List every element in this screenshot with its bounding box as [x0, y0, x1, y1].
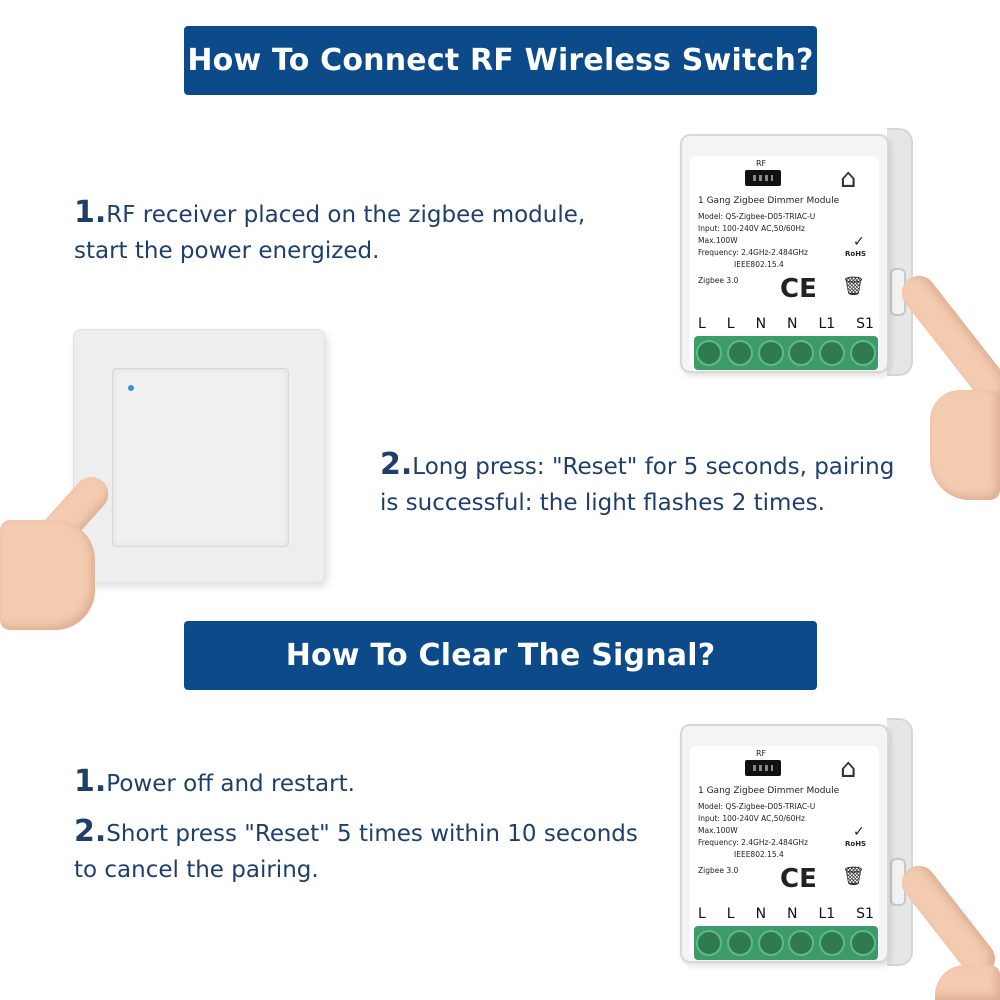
home-icon: ⌂: [840, 164, 857, 194]
terminal-screw: [849, 340, 876, 366]
step-text: Long press: "Reset" for 5 seconds, pairi…: [412, 454, 895, 480]
terminal-label: L1: [818, 906, 836, 922]
terminal-label: L1: [818, 316, 836, 332]
terminal-label: N: [755, 316, 767, 332]
module-input: Input: 100-240V AC,50/60Hz: [698, 814, 805, 823]
module-side: [887, 128, 913, 376]
terminal-block: [694, 336, 878, 370]
weee-bin-icon: 🗑: [842, 276, 865, 297]
module-body: RF ⌂ 1 Gang Zigbee Dimmer Module Model: …: [680, 134, 889, 373]
module-frequency: Frequency: 2.4GHz-2.484GHz: [698, 838, 808, 847]
module-model: Model: QS-Zigbee-D05-TRIAC-U: [698, 212, 816, 221]
check-icon: ✓: [853, 234, 865, 250]
step-text: Power off and restart.: [106, 771, 355, 797]
terminal-screw: [818, 930, 845, 956]
terminal-label: L: [726, 906, 735, 922]
terminal-screw: [818, 340, 845, 366]
rf-port: [745, 170, 781, 186]
terminal-screw: [788, 340, 815, 366]
terminal-labels: L L N N L1 S1: [698, 906, 874, 922]
section-title-clear: How To Clear The Signal?: [184, 621, 817, 690]
step-text: RF receiver placed on the zigbee module,: [106, 202, 586, 228]
clear-step-2: 2.Short press "Reset" 5 times within 10 …: [74, 814, 638, 888]
step-number: 2.: [74, 814, 107, 849]
module-ieee: IEEE802.15.4: [734, 850, 784, 859]
terminal-screw: [696, 930, 723, 956]
step-text: to cancel the pairing.: [74, 857, 319, 883]
terminal-screw: [696, 340, 723, 366]
module-title: 1 Gang Zigbee Dimmer Module: [698, 196, 840, 206]
step-number: 2.: [380, 447, 413, 482]
zigbee-module-top: RF ⌂ 1 Gang Zigbee Dimmer Module Model: …: [680, 128, 940, 388]
terminal-label: N: [755, 906, 767, 922]
terminal-screw: [849, 930, 876, 956]
section-title-connect: How To Connect RF Wireless Switch?: [184, 26, 817, 95]
clear-step-1: 1.Power off and restart.: [74, 764, 355, 802]
module-model: Model: QS-Zigbee-D05-TRIAC-U: [698, 802, 816, 811]
ce-mark: CE: [780, 864, 817, 894]
terminal-label: S1: [856, 316, 874, 332]
ce-mark: CE: [780, 274, 817, 304]
step-number: 1.: [74, 764, 107, 799]
rf-label: RF: [756, 159, 767, 168]
terminal-label: N: [787, 316, 798, 332]
terminal-screw: [788, 930, 815, 956]
module-frequency: Frequency: 2.4GHz-2.484GHz: [698, 248, 808, 257]
module-label: RF ⌂ 1 Gang Zigbee Dimmer Module Model: …: [690, 746, 879, 960]
step-number: 1.: [74, 195, 107, 230]
module-ieee: IEEE802.15.4: [734, 260, 784, 269]
terminal-label: L: [726, 316, 735, 332]
terminal-label: L: [698, 316, 706, 332]
check-icon: ✓: [853, 824, 865, 840]
rf-wall-switch: [73, 329, 325, 583]
module-label: RF ⌂ 1 Gang Zigbee Dimmer Module Model: …: [690, 156, 879, 370]
terminal-screw: [726, 340, 753, 366]
module-side: [887, 718, 913, 966]
step-text: start the power energized.: [74, 238, 380, 264]
connect-step-2: 2.Long press: "Reset" for 5 seconds, pai…: [380, 447, 894, 521]
home-icon: ⌂: [840, 754, 857, 784]
module-zigbee: Zigbee 3.0: [698, 866, 739, 875]
zigbee-module-bottom: RF ⌂ 1 Gang Zigbee Dimmer Module Model: …: [680, 718, 940, 978]
switch-button[interactable]: [112, 368, 289, 547]
terminal-screw: [757, 340, 784, 366]
rohs-mark: RoHS: [845, 840, 867, 848]
module-max: Max.100W: [698, 826, 738, 835]
indicator-led: [128, 385, 134, 391]
module-max: Max.100W: [698, 236, 738, 245]
connect-step-1: 1.RF receiver placed on the zigbee modul…: [74, 195, 585, 269]
module-input: Input: 100-240V AC,50/60Hz: [698, 224, 805, 233]
module-title: 1 Gang Zigbee Dimmer Module: [698, 786, 840, 796]
terminal-label: N: [787, 906, 798, 922]
module-zigbee: Zigbee 3.0: [698, 276, 739, 285]
step-text: Short press "Reset" 5 times within 10 se…: [106, 821, 638, 847]
rohs-mark: RoHS: [845, 250, 867, 258]
weee-bin-icon: 🗑: [842, 866, 865, 887]
terminal-screw: [726, 930, 753, 956]
rf-label: RF: [756, 749, 767, 758]
step-text: is successful: the light flashes 2 times…: [380, 490, 825, 516]
terminal-block: [694, 926, 878, 960]
terminal-label: L: [698, 906, 706, 922]
rf-port: [745, 760, 781, 776]
terminal-screw: [757, 930, 784, 956]
terminal-labels: L L N N L1 S1: [698, 316, 874, 332]
terminal-label: S1: [856, 906, 874, 922]
module-body: RF ⌂ 1 Gang Zigbee Dimmer Module Model: …: [680, 724, 889, 963]
